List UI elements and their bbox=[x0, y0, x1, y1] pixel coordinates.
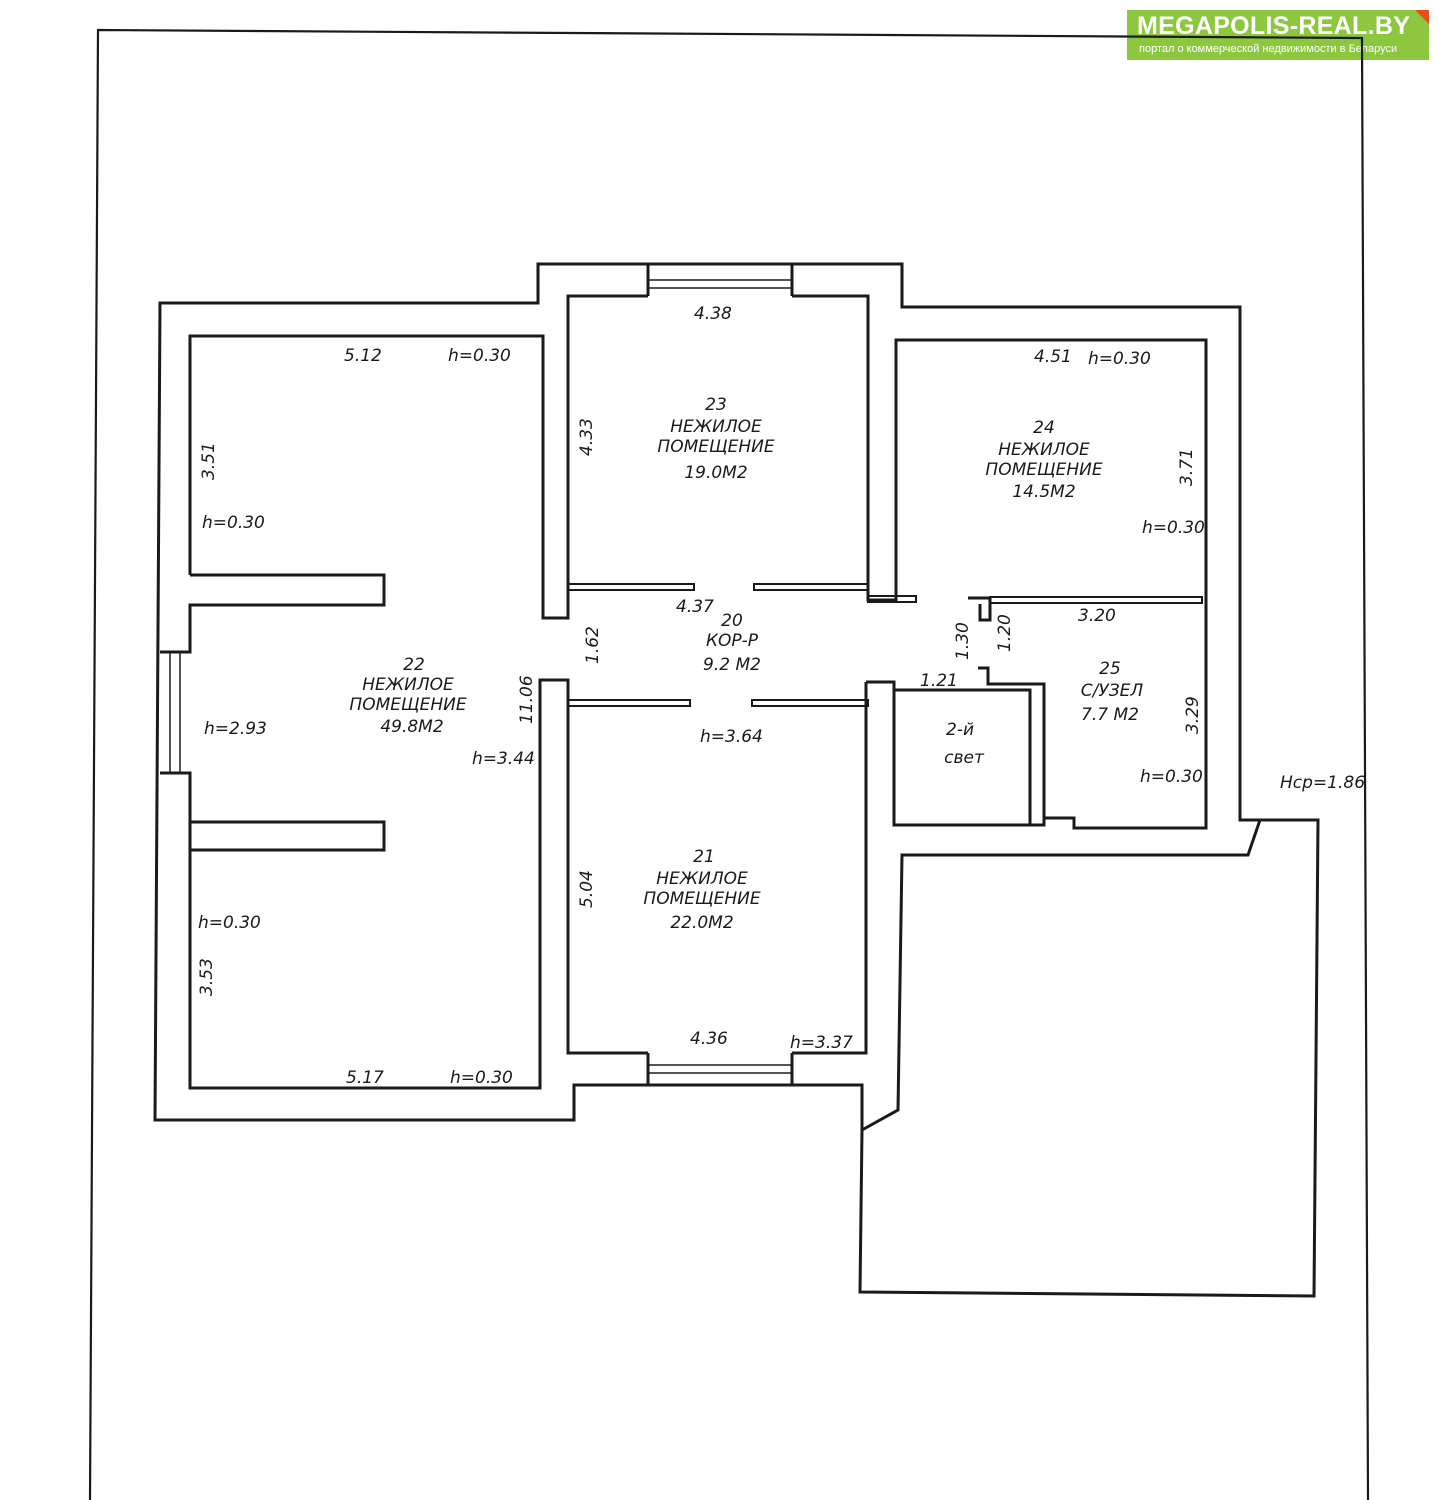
svg-text:свет: свет bbox=[944, 748, 985, 768]
svg-text:ПОМЕЩЕНИЕ: ПОМЕЩЕНИЕ bbox=[985, 460, 1102, 480]
dim-4-38: 4.38 bbox=[694, 304, 732, 324]
dim-h-3-64: h=3.64 bbox=[700, 727, 763, 747]
dim-1-20: 1.20 bbox=[995, 614, 1015, 652]
dim-1-30: 1.30 bbox=[953, 622, 973, 660]
dim-h-3-44: h=3.44 bbox=[472, 749, 535, 769]
svg-text:49.8М2: 49.8М2 bbox=[380, 717, 443, 737]
dim-5-04: 5.04 bbox=[577, 870, 597, 908]
dim-h-2-93: h=2.93 bbox=[204, 719, 267, 739]
dim-4-33: 4.33 bbox=[577, 418, 597, 456]
room-label-21: 21 НЕЖИЛОЕ ПОМЕЩЕНИЕ 22.0М2 bbox=[643, 847, 760, 933]
room-22-partition-top bbox=[160, 573, 386, 654]
window-top bbox=[646, 264, 794, 296]
dim-11-06: 11.06 bbox=[517, 675, 537, 724]
svg-text:22.0М2: 22.0М2 bbox=[670, 913, 733, 933]
svg-text:14.5М2: 14.5М2 bbox=[1012, 482, 1075, 502]
dimension-labels: 5.12 h=0.30 3.51 h=0.30 h=2.93 h=3.44 11… bbox=[197, 304, 1365, 1088]
light-block-wall bbox=[866, 680, 1032, 827]
svg-text:КОР-Р: КОР-Р bbox=[706, 631, 759, 651]
dim-h-0-30-e: h=0.30 bbox=[1088, 349, 1151, 369]
svg-text:9.2 М2: 9.2 М2 bbox=[703, 655, 761, 675]
outer-wall bbox=[153, 262, 1263, 1133]
dim-h-0-30-c: h=0.30 bbox=[198, 913, 261, 933]
window-bottom bbox=[646, 1053, 794, 1085]
svg-text:20: 20 bbox=[721, 611, 743, 631]
dim-h-0-30-f: h=0.30 bbox=[1142, 518, 1205, 538]
dim-hcp-1-86: Нср=1.86 bbox=[1280, 773, 1365, 793]
dim-3-20: 3.20 bbox=[1078, 606, 1116, 626]
room-label-22: 22 НЕЖИЛОЕ ПОМЕЩЕНИЕ 49.8М2 bbox=[349, 655, 466, 737]
svg-text:НЕЖИЛОЕ: НЕЖИЛОЕ bbox=[998, 440, 1090, 460]
dim-3-29: 3.29 bbox=[1183, 696, 1203, 734]
room-label-24: 24 НЕЖИЛОЕ ПОМЕЩЕНИЕ 14.5М2 bbox=[985, 418, 1102, 502]
room-22-partition-bottom bbox=[160, 771, 386, 852]
room-24-25-walls bbox=[968, 596, 1208, 830]
dim-h-3-37: h=3.37 bbox=[790, 1033, 853, 1053]
sheet-frame bbox=[88, 28, 1370, 1500]
svg-text:23: 23 bbox=[705, 395, 727, 415]
dim-3-53: 3.53 bbox=[197, 958, 217, 996]
svg-text:21: 21 bbox=[693, 847, 715, 867]
dim-1-62: 1.62 bbox=[583, 626, 603, 664]
logo-corner-mark bbox=[1415, 10, 1429, 24]
svg-text:С/УЗЕЛ: С/УЗЕЛ bbox=[1081, 681, 1144, 701]
dim-h-0-30-a: h=0.30 bbox=[448, 346, 511, 366]
svg-text:19.0М2: 19.0М2 bbox=[684, 463, 747, 483]
room-22-wall-upper bbox=[188, 294, 648, 620]
svg-text:24: 24 bbox=[1033, 418, 1055, 438]
svg-text:ПОМЕЩЕНИЕ: ПОМЕЩЕНИЕ bbox=[643, 889, 760, 909]
svg-text:25: 25 bbox=[1099, 659, 1121, 679]
svg-text:НЕЖИЛОЕ: НЕЖИЛОЕ bbox=[362, 675, 454, 695]
dim-5-17: 5.17 bbox=[346, 1068, 384, 1088]
window-left bbox=[169, 652, 181, 773]
megapolis-logo[interactable]: MEGAPOLIS-REAL.BY портал о коммерческой … bbox=[1127, 10, 1429, 60]
svg-text:НЕЖИЛОЕ: НЕЖИЛОЕ bbox=[670, 417, 762, 437]
dim-h-0-30-d: h=0.30 bbox=[450, 1068, 513, 1088]
second-light-label: 2-й свет bbox=[944, 720, 985, 768]
room-label-23: 23 НЕЖИЛОЕ ПОМЕЩЕНИЕ 19.0М2 bbox=[657, 395, 774, 483]
dim-h-0-30-b: h=0.30 bbox=[202, 513, 265, 533]
dim-4-36: 4.36 bbox=[690, 1029, 728, 1049]
dim-3-71: 3.71 bbox=[1177, 448, 1197, 486]
logo-title: MEGAPOLIS-REAL.BY bbox=[1137, 12, 1411, 40]
svg-text:22: 22 bbox=[403, 655, 425, 675]
room-21-wall bbox=[792, 682, 868, 1055]
logo-subtitle: портал о коммерческой недвижимости в Бел… bbox=[1139, 43, 1398, 55]
room-22-wall-lower bbox=[188, 678, 648, 1090]
corridor-partitions bbox=[567, 583, 917, 707]
room-label-25: 25 С/УЗЕЛ 7.7 М2 bbox=[1081, 659, 1144, 725]
dim-4-37: 4.37 bbox=[676, 597, 714, 617]
dim-h-0-30-g: h=0.30 bbox=[1140, 767, 1203, 787]
dim-5-12: 5.12 bbox=[344, 346, 382, 366]
annex-wall bbox=[858, 818, 1320, 1298]
svg-text:ПОМЕЩЕНИЕ: ПОМЕЩЕНИЕ bbox=[657, 437, 774, 457]
svg-text:НЕЖИЛОЕ: НЕЖИЛОЕ bbox=[656, 869, 748, 889]
svg-text:ПОМЕЩЕНИЕ: ПОМЕЩЕНИЕ bbox=[349, 695, 466, 715]
dim-1-21: 1.21 bbox=[920, 671, 958, 691]
svg-text:7.7 М2: 7.7 М2 bbox=[1081, 705, 1139, 725]
room-23-wall bbox=[792, 294, 1208, 602]
dim-4-51: 4.51 bbox=[1034, 347, 1072, 367]
svg-text:2-й: 2-й bbox=[946, 720, 974, 740]
room-label-20: 20 КОР-Р 9.2 М2 bbox=[703, 611, 761, 675]
dim-3-51: 3.51 bbox=[199, 442, 219, 480]
